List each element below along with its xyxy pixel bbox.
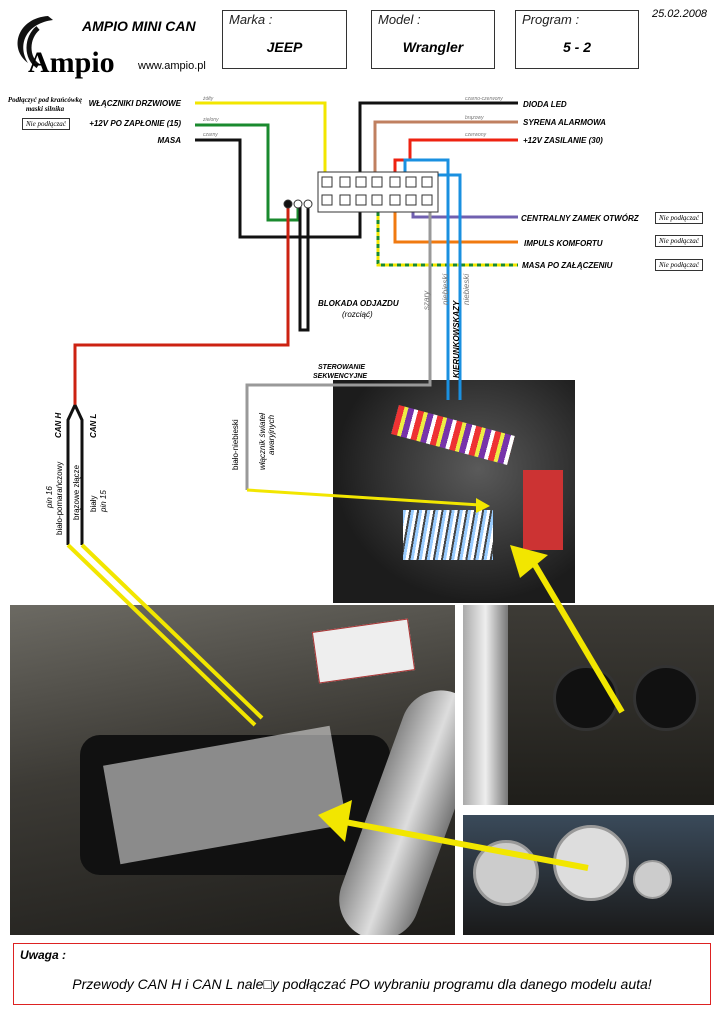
marka-label: Marka : xyxy=(229,12,273,27)
label-brown-connector: brązowe złącze xyxy=(72,464,81,520)
arrow-head-icon xyxy=(318,800,352,842)
program-box: Program : 5 - 2 xyxy=(515,10,639,69)
date: 25.02.2008 xyxy=(652,8,708,20)
warning-text: Przewody CAN H i CAN L nale□y podłączać … xyxy=(72,976,652,992)
wire-can-h xyxy=(66,404,77,545)
logo-text: Ampio xyxy=(28,46,115,79)
not-connect-3: Nie podłączać xyxy=(655,259,703,271)
program-value: 5 - 2 xyxy=(562,39,591,55)
arrow-line-gray xyxy=(246,488,481,507)
label-blokada: BLOKADA ODJAZDU xyxy=(318,299,399,308)
label-white: biały xyxy=(89,495,98,512)
warning-box: Uwaga : Przewody CAN H i CAN L nale□y po… xyxy=(13,943,711,1005)
left-not-connect: Nie podłączać xyxy=(22,118,70,130)
color-blue-1: niebieski xyxy=(441,273,450,305)
wire-loop xyxy=(298,205,310,332)
wire-yellow xyxy=(195,101,327,180)
hood-switch-note: Podłączyć pod krańcówkę maski silnika xyxy=(7,96,83,113)
label-sekwencyjne: SEKWENCYJNE xyxy=(313,373,368,380)
wire-gray xyxy=(245,200,432,490)
label-white-blue: biało-niebieski xyxy=(231,419,240,470)
color-green: zielony xyxy=(203,117,219,123)
label-kierunkowskazy: KIERUNKOWSKAZY xyxy=(452,300,461,378)
color-yellow: żółty xyxy=(203,96,214,102)
arrow-line-center xyxy=(532,563,625,714)
arrow-head-icon xyxy=(476,498,490,513)
label-white-orange: biało-pomarańczowy xyxy=(55,461,64,535)
wire-brown xyxy=(373,120,518,180)
label-led: DIODA LED xyxy=(523,100,567,109)
color-black: czarny xyxy=(203,132,218,138)
wire-blue-1 xyxy=(403,158,450,400)
label-siren: SYRENA ALARMOWA xyxy=(523,118,606,127)
label-pin15: pin 15 xyxy=(99,490,108,512)
label-hazard: włącznik świateł xyxy=(258,413,267,470)
color-blue-2: niebieski xyxy=(462,273,471,305)
model-label: Model : xyxy=(378,12,421,27)
marka-value: JEEP xyxy=(266,39,303,55)
not-connect-2: Nie podłączać xyxy=(655,235,703,247)
color-black-red: czarno-czerwony xyxy=(465,96,503,102)
model-box: Model : Wrangler xyxy=(371,10,495,69)
label-pin16: pin 16 xyxy=(45,486,54,508)
wire-can-l xyxy=(73,404,84,545)
photo-dashboard-center xyxy=(463,605,714,805)
label-can-l: CAN L xyxy=(89,413,98,438)
website: www.ampio.pl xyxy=(138,60,206,72)
wire-orange xyxy=(393,200,518,244)
wire-black-red xyxy=(358,101,518,180)
wire-green xyxy=(195,123,300,222)
label-hazard-2: awaryjnych xyxy=(267,414,276,455)
color-red: czerwony xyxy=(465,132,487,138)
label-central-lock: CENTRALNY ZAMEK OTWÓRZ xyxy=(521,214,639,223)
warning-title: Uwaga : xyxy=(20,948,67,962)
photo-dashboard-cluster xyxy=(10,605,455,935)
wire-red-can xyxy=(73,205,290,405)
color-brown: brązowy xyxy=(465,115,484,121)
arrow-head-icon xyxy=(510,545,548,578)
ampio-logo: Ampio xyxy=(8,8,118,79)
label-12v-power: +12V ZASILANIE (30) xyxy=(523,136,603,145)
arrow-line-cluster xyxy=(344,819,589,871)
photo-instrument-gauges xyxy=(463,815,714,935)
program-label: Program : xyxy=(522,12,580,27)
label-ground: MASA xyxy=(157,136,181,145)
label-sterowanie: STEROWANIE xyxy=(318,364,366,371)
model-value: Wrangler xyxy=(402,39,464,55)
marka-box: Marka : JEEP xyxy=(222,10,347,69)
logo-swirl-icon xyxy=(17,16,53,69)
not-connect-1: Nie podłączać xyxy=(655,212,703,224)
label-door-switches: WŁĄCZNIKI DRZWIOWE xyxy=(88,99,181,108)
label-ignition: +12V PO ZAPŁONIE (15) xyxy=(89,119,181,128)
label-can-h: CAN H xyxy=(54,412,63,438)
color-gray: szary xyxy=(422,290,431,310)
wire-black-masa xyxy=(195,138,362,239)
photo-connector xyxy=(333,380,575,603)
label-blokada-sub: (rozciąć) xyxy=(342,310,373,319)
brand-title: AMPIO MINI CAN xyxy=(82,18,196,34)
label-comfort: IMPULS KOMFORTU xyxy=(524,239,603,248)
label-ground-after: MASA PO ZAŁĄCZENIU xyxy=(522,261,613,270)
